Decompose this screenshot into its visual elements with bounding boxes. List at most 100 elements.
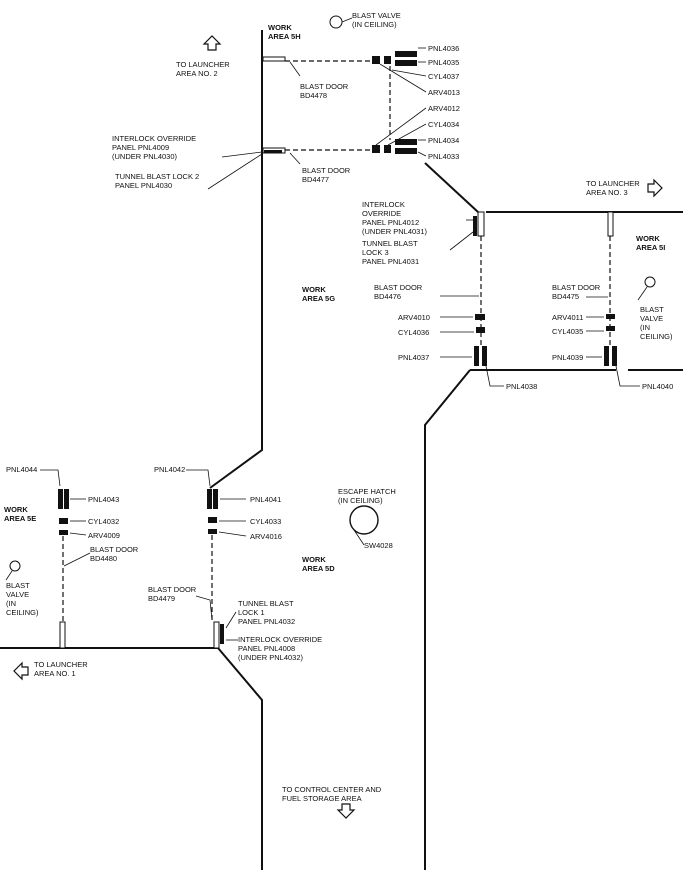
lower-blast-lock [40,469,247,649]
arrow-control-center-icon [336,803,356,819]
label-cyl4036: CYL4036 [398,328,429,337]
upper-blast-lock [207,47,427,190]
arv4009-symbol [59,530,68,535]
pnl4033-symbol [395,148,417,154]
arrow-launcher-1-icon [13,661,29,681]
cyl4037-symbol [384,56,391,64]
label-pnl4042: PNL4042 [154,465,185,474]
label-cyl4032: CYL4032 [88,517,119,526]
arv4016-symbol [208,529,217,534]
pnl4036-symbol [395,51,417,57]
pnl4034-symbol [395,139,417,145]
blast-door-bd4476-symbol [477,211,485,237]
label-pnl4038: PNL4038 [506,382,537,391]
label-pnl4037: PNL4037 [398,353,429,362]
blast-door-bd4475-symbol [607,211,614,237]
pnl4037-symbol [474,346,479,366]
cyl4033-symbol [208,517,217,523]
upper-diagonal-wall [424,162,479,213]
arv4012-symbol [372,145,380,153]
label-pnl4041: PNL4041 [250,495,281,504]
arv4013-symbol [372,56,380,64]
pnl4044-symbol [58,489,63,509]
blast-valve-left-icon [5,560,21,581]
blast-valve-top-icon [329,15,353,29]
label-cyl4033: CYL4033 [250,517,281,526]
arrow-launcher-3-icon [647,178,663,198]
lower-left-floor-wall [0,647,263,870]
cyl4035-symbol [606,326,615,331]
label-pnl4035: PNL4035 [428,58,459,67]
cyl4036-symbol [476,327,485,333]
escape-hatch-icon [349,505,379,546]
pnl4039-symbol [604,346,609,366]
blast-valve-right-icon [637,276,656,301]
pnl4040-symbol [612,346,617,366]
arrow-launcher-2-icon [202,35,222,51]
label-escape-hatch: ESCAPE HATCH(IN CEILING) [338,487,396,505]
tunnel-walls [0,30,683,870]
pnl4043-symbol [64,489,69,509]
right-blast-lock [440,211,640,387]
label-cyl4037: CYL4037 [428,72,459,81]
label-cyl4034: CYL4034 [428,120,459,129]
label-arv4011: ARV4011 [552,313,583,322]
main-tunnel-west-wall [209,30,263,489]
arv4010-symbol [475,314,485,320]
label-pnl4034: PNL4034 [428,136,459,145]
arv4011-symbol [606,314,615,319]
pnl4038-symbol [482,346,487,366]
right-area-floor-wall [424,369,471,870]
pnl4035-symbol [395,60,417,66]
pnl4030-symbol [264,150,282,153]
label-pnl4036: PNL4036 [428,44,459,53]
label-pnl4044: PNL4044 [6,465,37,474]
pnl4042-symbol [207,489,212,509]
label-blast-valve-top: BLAST VALVE(IN CEILING) [352,11,401,29]
label-arv4012: ARV4012 [428,104,460,113]
label-cyl4035: CYL4035 [552,327,583,336]
label-pnl4043: PNL4043 [88,495,119,504]
label-arv4013: ARV4013 [428,88,460,97]
label-arv4010: ARV4010 [398,313,430,322]
label-sw4028: SW4028 [364,541,393,550]
blast-door-bd4478-symbol [262,56,286,62]
label-pnl4039: PNL4039 [552,353,583,362]
blast-door-bd4480-symbol [59,621,66,649]
cyl4034-symbol [384,145,391,153]
pnl4032-symbol [220,624,224,644]
label-pnl4040: PNL4040 [642,382,673,391]
pnl4031-symbol [473,216,477,236]
cyl4032-symbol [59,518,68,524]
pnl4041-symbol [213,489,218,509]
label-arv4016: ARV4016 [250,532,282,541]
blast-door-bd4479-symbol [213,621,220,649]
label-pnl4033: PNL4033 [428,152,459,161]
label-arv4009: ARV4009 [88,531,120,540]
